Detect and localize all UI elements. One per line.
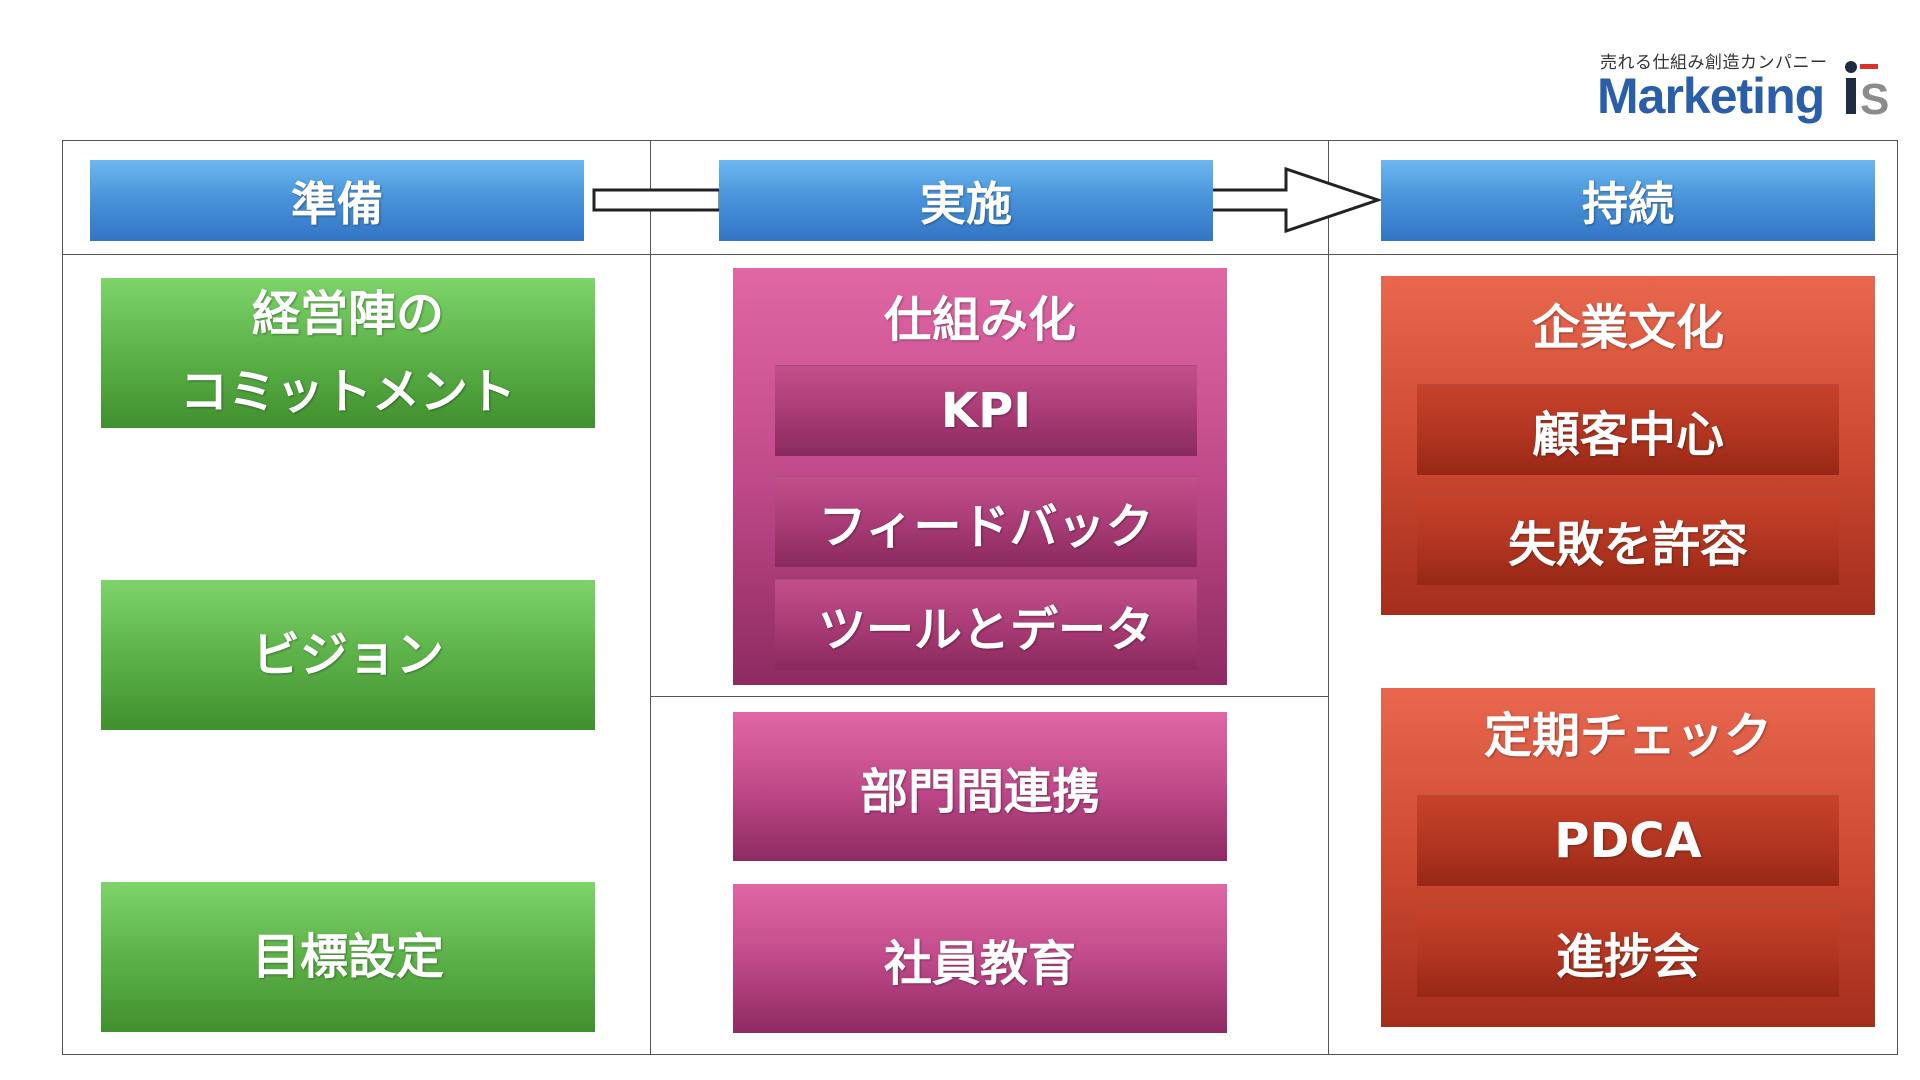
prepare-management-commitment: 経営陣の コミットメント [101,278,595,428]
execute-mechanism-box: 仕組み化 KPI フィードバック ツールとデータ [733,268,1227,685]
prepare-management-commitment-line2: コミットメント [179,364,516,420]
grid-right [1897,140,1898,1055]
prepare-vision: ビジョン [101,580,595,730]
execute-mechanism-title: 仕組み化 [883,292,1076,348]
header-prepare: 準備 [90,160,584,241]
logo-tagline: 売れる仕組み創造カンパニー [1600,53,1828,73]
grid-left [62,140,63,1055]
sustain-customer-centric: 顧客中心 [1417,384,1839,475]
arrow-prepare-to-execute [592,188,722,212]
sustain-progress-meeting: 進捗会 [1417,906,1839,997]
execute-kpi: KPI [775,365,1197,456]
execute-feedback: フィードバック [775,476,1197,567]
execute-employee-training: 社員教育 [733,884,1227,1033]
sustain-check-title: 定期チェック [1483,708,1772,764]
arrow-execute-to-sustain [1206,166,1382,234]
sustain-culture-title: 企業文化 [1531,300,1724,356]
grid-divider-2 [1328,140,1329,1055]
prepare-goal-setting: 目標設定 [101,882,595,1032]
grid-header-bottom [62,254,1898,255]
execute-cross-department: 部門間連携 [733,712,1227,861]
sustain-accept-failure: 失敗を許容 [1417,494,1839,585]
logo-wordmark: Marketing [1597,68,1825,124]
sustain-culture-box: 企業文化 顧客中心 失敗を許容 [1381,276,1875,615]
logo-is-mark: S [1845,61,1889,120]
sustain-pdca: PDCA [1417,795,1839,886]
grid-top [62,140,1898,141]
svg-text:S: S [1860,75,1889,120]
sustain-check-box: 定期チェック PDCA 進捗会 [1381,688,1875,1027]
prepare-management-commitment-line1: 経営陣の [251,286,444,342]
execute-tools-data: ツールとデータ [775,579,1197,670]
header-execute: 実施 [719,160,1213,241]
grid-divider-1 [650,140,651,1055]
grid-execute-split [650,696,1328,697]
grid-bottom [62,1054,1898,1055]
header-sustain: 持続 [1381,160,1875,241]
